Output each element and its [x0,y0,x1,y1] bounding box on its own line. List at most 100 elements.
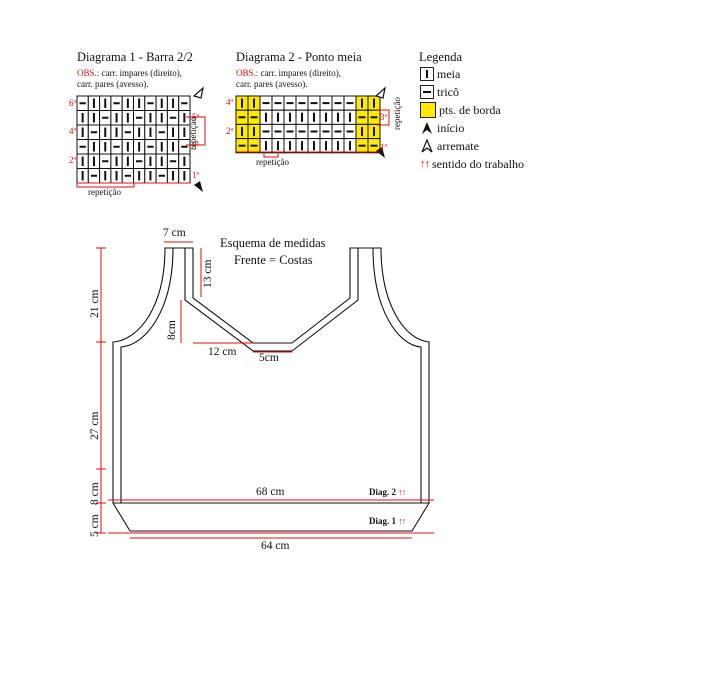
d1-meia-symbol-icon [172,127,175,137]
d1-meia-symbol-icon [81,171,84,181]
diag1-arrows-icon: ↑↑ [398,516,406,526]
d2-meia-symbol-icon [325,112,327,122]
diagram1-obs-line2: carr. pares (avesso). [77,79,149,89]
d1-meia-symbol-icon [126,113,129,123]
measure-13cm: 13 cm [202,259,214,288]
legend-item-meia: meia [420,65,524,83]
diagram1-obs-label: OBS.: [77,68,100,78]
d1-meia-symbol-icon [160,113,163,123]
d2-trico-symbol-icon [286,102,294,105]
d2-trico-symbol-icon [310,130,318,133]
d2-meia-symbol-icon [289,141,291,151]
d1-meia-symbol-icon [126,156,129,166]
d1-trico-symbol-icon [147,102,154,105]
d2-meia-symbol-icon [373,98,375,108]
diagram1-title: Diagrama 1 - Barra 2/2 [77,50,193,64]
d1-meia-symbol-icon [138,171,141,181]
diag2-label: Diag. 2 ↑↑ [369,487,406,497]
d1-meia-symbol-icon [172,171,175,181]
d1-trico-symbol-icon [158,131,165,134]
diagram2-repeat-bracket-bottom [263,152,279,158]
diagram1-grid [76,95,191,184]
d2-repeat-bottom-label: repetição [256,157,289,167]
diagram2-grid [235,95,381,154]
d1-meia-symbol-icon [149,113,152,123]
d2-meia-symbol-icon [265,141,267,151]
diagram-section-lines [108,499,434,534]
schema-subtitle: Frente = Costas [234,253,313,267]
d1-meia-symbol-icon [172,98,175,108]
d1-trico-symbol-icon [102,160,109,163]
trico-symbol-icon [420,85,434,99]
d2-trico-symbol-icon [250,116,258,119]
measure-68cm: 68 cm [256,486,285,498]
d2-repeat-side-label: repetição [392,97,402,130]
d2-meia-symbol-icon [241,126,243,137]
diagram1-repeat-bracket-bottom [76,183,135,188]
d2-meia-symbol-icon [373,126,375,137]
d2-meia-symbol-icon [301,141,303,151]
d2-meia-symbol-icon [361,126,363,137]
diagram2-obs-label: OBS.: [236,68,259,78]
d1-trico-symbol-icon [169,116,177,119]
d2-trico-symbol-icon [334,130,342,133]
d1-meia-symbol-icon [104,142,107,152]
d2-meia-symbol-icon [301,112,303,122]
d1-trico-symbol-icon [136,160,143,163]
d1-repeat-bottom-label: repetição [88,187,121,197]
diag2-text: Diag. 2 [369,487,396,497]
d1-meia-symbol-icon [115,113,118,123]
d1-meia-symbol-icon [149,156,152,166]
d1-row-label-4: 4ª [69,126,76,136]
d2-trico-symbol-icon [238,116,246,119]
legend: meia tricô pts. de borda início arremate… [420,65,524,173]
diagram1-obs-line1: carr. impares (direito), [99,68,182,78]
diagram2-filled-arrow [376,147,385,158]
diag1-text: Diag. 1 [369,516,396,526]
d1-trico-symbol-icon [169,160,177,163]
d1-trico-symbol-icon [90,131,98,134]
d2-trico-symbol-icon [274,102,282,105]
red-double-arrow-icon: ↑↑ [420,158,430,170]
diagram1-filled-arrow [194,181,203,192]
d1-meia-symbol-icon [81,127,84,137]
d1-trico-symbol-icon [90,174,98,177]
d2-trico-symbol-icon [238,144,246,147]
d1-meia-symbol-icon [115,156,118,166]
d2-trico-symbol-icon [358,116,366,119]
d1-trico-symbol-icon [102,116,109,119]
d2-trico-symbol-icon [262,130,270,133]
diagram2-repeat-bracket-side [377,109,390,126]
measure-8cm-neck: 8cm [166,320,178,340]
legend-title: Legenda [419,50,463,64]
measure-5cm-neck: 5cm [259,352,279,364]
d1-row-label-3: 3ª [192,141,199,151]
d2-trico-symbol-icon [322,130,330,133]
d2-trico-symbol-icon [298,102,306,105]
d1-trico-symbol-icon [113,145,120,148]
d1-trico-symbol-icon [113,102,120,105]
d2-row-label-1: 1ª [380,142,387,152]
legend-item-trico: tricô [420,83,524,101]
d1-trico-symbol-icon [124,131,131,134]
d2-trico-symbol-icon [274,130,282,133]
d2-meia-symbol-icon [337,112,339,122]
d2-trico-symbol-icon [334,102,342,105]
d2-meia-symbol-icon [337,141,339,151]
d1-trico-symbol-icon [158,174,165,177]
d1-meia-symbol-icon [149,171,152,181]
diag2-arrows-icon: ↑↑ [398,487,406,497]
d2-trico-symbol-icon [346,130,354,133]
d2-meia-symbol-icon [277,112,279,122]
legend-item-sentido: ↑↑ sentido do trabalho [420,155,524,173]
d1-meia-symbol-icon [104,98,107,108]
d1-trico-symbol-icon [147,145,154,148]
legend-item-borda: pts. de borda [420,101,524,119]
measure-21cm: 21 cm [89,289,101,318]
legend-label-inicio: início [437,120,465,135]
d1-meia-symbol-icon [115,127,118,137]
garment-outline [112,247,430,532]
measure-7cm: 7 cm [163,227,186,239]
diagram2-obs-line1: carr. impares (direito), [258,68,341,78]
